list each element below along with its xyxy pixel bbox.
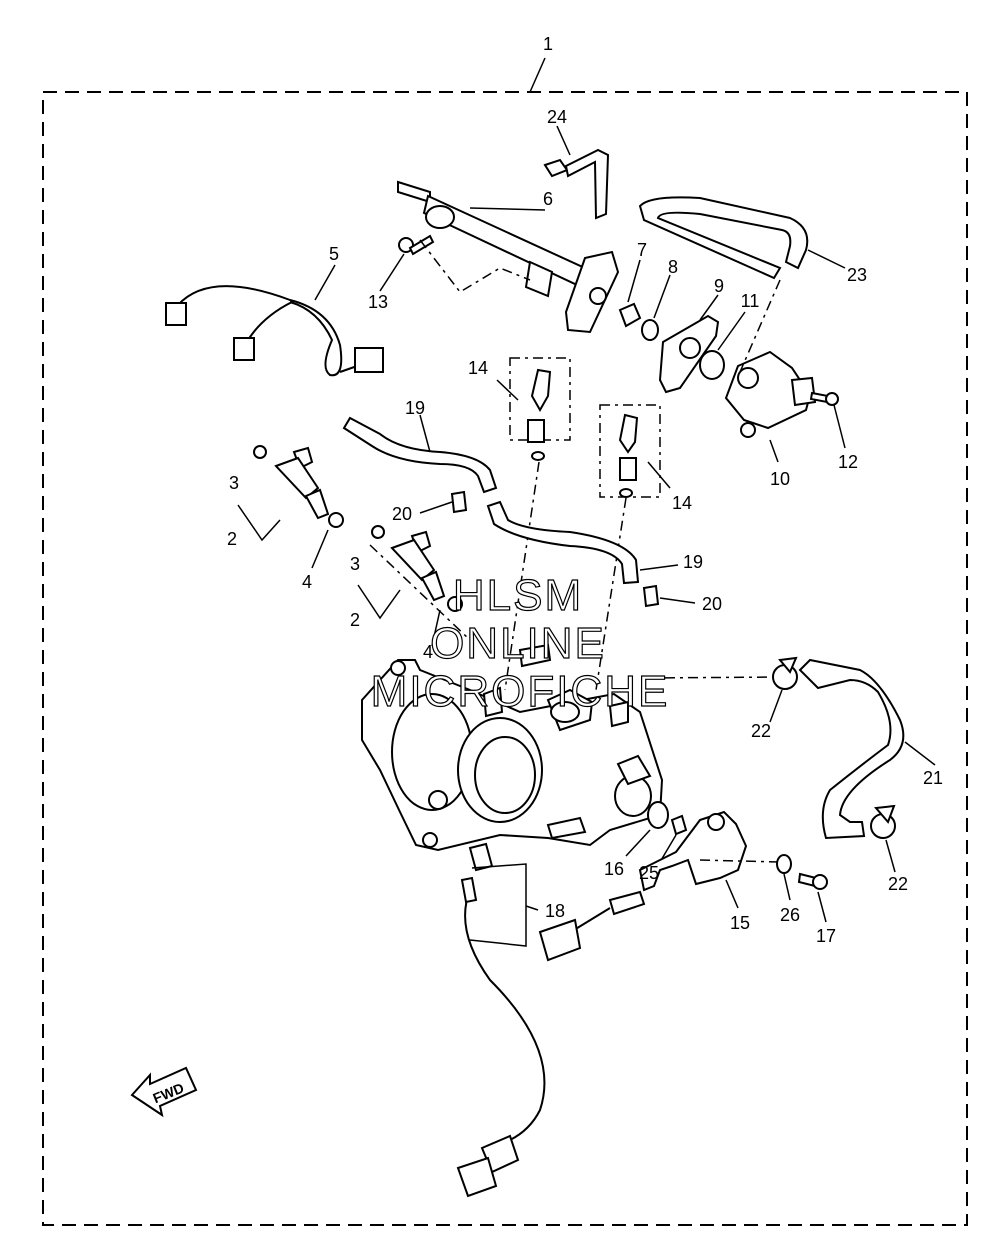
- callout-14-upper: 14: [468, 358, 488, 378]
- callout-15: 15: [730, 913, 750, 933]
- callout-22-lower: 22: [888, 874, 908, 894]
- fwd-arrow: FWD: [130, 1066, 198, 1118]
- callout-22-upper: 22: [751, 721, 771, 741]
- pressure-hose: [638, 196, 809, 280]
- callout-2-lower: 2: [350, 610, 360, 630]
- callout-21: 21: [923, 768, 943, 788]
- seal-and-plate: [618, 302, 725, 394]
- callout-1: 1: [543, 34, 553, 54]
- callout-24: 24: [547, 107, 567, 127]
- watermark-line2: ONLINE: [430, 619, 606, 668]
- callout-13: 13: [368, 292, 388, 312]
- callout-labels: 1 2 2 3 3 4 4 5 6 7 8 9 10 11 12 13 14 1…: [227, 34, 943, 946]
- return-hose: [798, 658, 905, 840]
- vacuum-hose: [342, 416, 498, 494]
- hose-clamp: [772, 656, 798, 690]
- cap: [450, 490, 468, 514]
- callout-25: 25: [639, 863, 659, 883]
- fuel-rail: [397, 180, 620, 334]
- watermark: HLSM ONLINE MICROFICHE: [370, 570, 670, 716]
- callout-20-lower: 20: [702, 594, 722, 614]
- callout-12: 12: [838, 452, 858, 472]
- callout-9: 9: [714, 276, 724, 296]
- throttle-cable: [456, 842, 546, 1198]
- valve-set: [509, 357, 571, 461]
- screw: [809, 391, 839, 406]
- cap: [642, 584, 660, 608]
- screw: [398, 234, 435, 256]
- callout-3-lower: 3: [350, 554, 360, 574]
- screw: [797, 872, 828, 890]
- callout-3-upper: 3: [229, 473, 239, 493]
- callout-11: 11: [741, 291, 760, 311]
- wire-harness: [165, 285, 384, 377]
- fuel-injector: [253, 445, 344, 528]
- hose-clamp: [870, 804, 896, 839]
- watermark-line3: MICROFICHE: [371, 667, 670, 716]
- callout-26: 26: [780, 905, 800, 925]
- callout-4-lower: 4: [423, 642, 433, 662]
- callout-23: 23: [847, 265, 867, 285]
- throttle-position-sensor: [538, 810, 748, 962]
- o-ring: [647, 801, 669, 829]
- callout-19-lower: 19: [683, 552, 703, 572]
- callout-16: 16: [604, 859, 624, 879]
- callout-2-upper: 2: [227, 529, 237, 549]
- fuel-injector: [371, 525, 463, 612]
- callout-17: 17: [816, 926, 836, 946]
- callout-20-upper: 20: [392, 504, 412, 524]
- callout-7: 7: [637, 240, 647, 260]
- vacuum-hose: [486, 500, 640, 585]
- callout-8: 8: [668, 257, 678, 277]
- callout-4-upper: 4: [302, 572, 312, 592]
- assembly-boundary: [42, 91, 968, 1226]
- bracket: [543, 148, 610, 220]
- callout-18: 18: [545, 901, 565, 921]
- callout-5: 5: [329, 244, 339, 264]
- pin: [670, 814, 688, 836]
- washer: [776, 854, 792, 874]
- valve-set: [599, 404, 661, 498]
- callout-6: 6: [543, 189, 553, 209]
- throttle-body: [361, 643, 664, 852]
- watermark-line1: HLSM: [453, 571, 583, 620]
- pressure-regulator: [724, 350, 817, 438]
- callout-14-lower: 14: [672, 493, 692, 513]
- callout-10: 10: [770, 469, 790, 489]
- callout-19-upper: 19: [405, 398, 425, 418]
